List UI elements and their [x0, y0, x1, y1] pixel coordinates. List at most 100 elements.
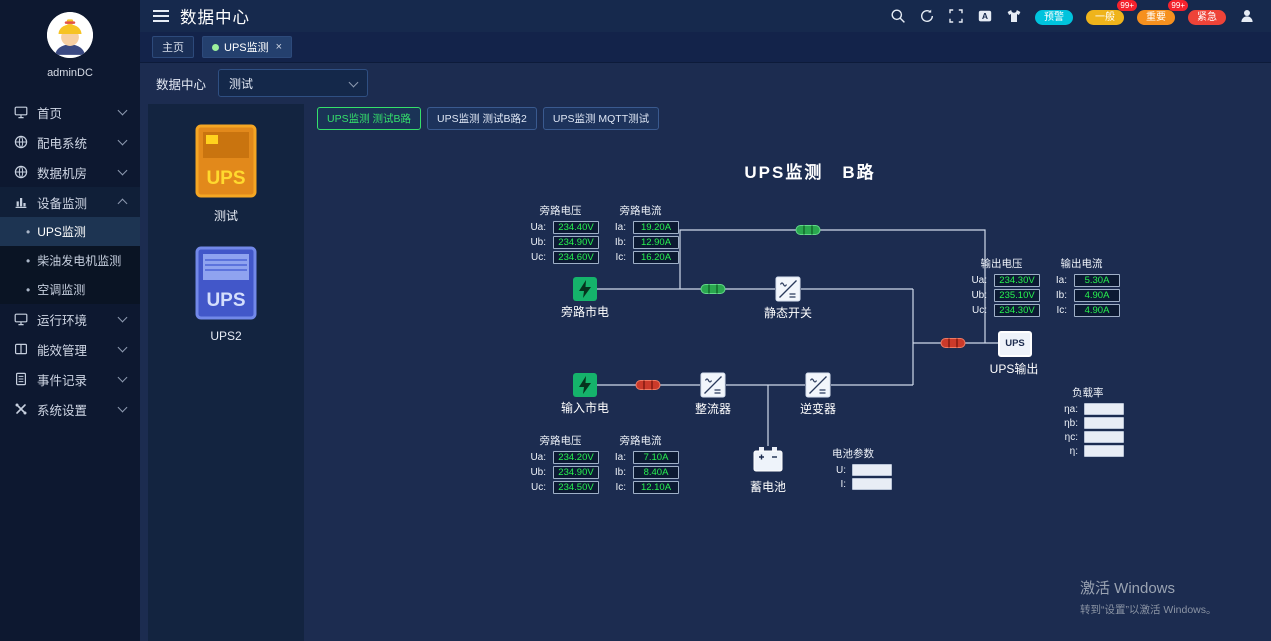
inverter-node	[805, 372, 831, 403]
sidebar-item-home[interactable]: 首页	[0, 97, 140, 127]
hamburger-menu-icon[interactable]	[153, 7, 169, 25]
empty-value-box	[1084, 431, 1124, 443]
value-box: 234.30V	[994, 304, 1040, 317]
language-icon[interactable]: A	[977, 8, 993, 24]
device-name: UPS2	[210, 329, 242, 343]
sidebar-item-device-monitoring[interactable]: 设备监测	[0, 187, 140, 217]
device-list-panel: UPS 测试 UPS UPS2	[148, 104, 304, 641]
engineer-avatar-icon	[47, 12, 93, 58]
empty-value-box	[1084, 417, 1124, 429]
value-box: 19.20A	[633, 221, 679, 234]
empty-value-box	[852, 464, 892, 476]
sidebar-item-label: 能效管理	[37, 343, 88, 358]
search-icon[interactable]	[890, 8, 906, 24]
static-switch-label: 静态开关	[763, 306, 813, 320]
app-title: 数据中心	[180, 9, 250, 27]
wiring-lines	[597, 225, 998, 446]
value-box: 4.90A	[1074, 289, 1120, 302]
value-box: 234.40V	[553, 221, 599, 234]
sidebar-subitem-diesel-generator[interactable]: 柴油发电机监测	[0, 246, 140, 275]
ups-cabinet-orange-icon: UPS	[195, 124, 257, 198]
rectifier-node	[700, 372, 726, 403]
value-box: 234.90V	[553, 236, 599, 249]
value-box: 7.10A	[633, 451, 679, 464]
value-box: 234.20V	[553, 451, 599, 464]
device-item-test[interactable]: UPS 测试	[148, 124, 304, 224]
breaker-closed-icon	[700, 284, 726, 294]
user-icon[interactable]	[1239, 8, 1255, 24]
value-box: 234.90V	[553, 466, 599, 479]
converter-icon	[775, 276, 801, 302]
power-bolt-icon	[573, 277, 597, 301]
bypass-mains-label: 旁路市电	[560, 305, 610, 319]
power-bolt-icon	[573, 373, 597, 397]
alert-pill-important[interactable]: 重要 99+	[1137, 0, 1188, 25]
param-row: I:	[824, 478, 892, 490]
main-content: 数据中心 测试 UPS 测试	[140, 62, 1271, 641]
alert-pill-general[interactable]: 一般 99+	[1086, 0, 1137, 25]
sidebar-subitem-ups-monitoring[interactable]: UPS监测	[0, 217, 140, 246]
datacenter-label: 数据中心	[156, 77, 207, 92]
book-icon	[15, 343, 28, 355]
window-tabstrip: 主页 UPS监测 ×	[140, 32, 1271, 63]
windows-activation-watermark: 激活 Windows 转到“设置”以激活 Windows。	[1080, 577, 1217, 617]
device-item-ups2[interactable]: UPS UPS2	[148, 246, 304, 343]
sidebar-item-data-room[interactable]: 数据机房	[0, 157, 140, 187]
view-tab-test-b[interactable]: UPS监测 测试B路	[317, 107, 422, 130]
active-tab-dot	[212, 43, 219, 51]
input-measurements-table: 旁路电压 旁路电流 Ua: 234.20V Ia: 7.10A Ub: 234.…	[524, 433, 679, 496]
sidebar-item-energy[interactable]: 能效管理	[0, 334, 140, 364]
datacenter-select[interactable]: 测试	[218, 69, 369, 97]
filter-row: 数据中心 测试	[140, 62, 1271, 104]
value-box: 234.60V	[553, 251, 599, 264]
battery-params-panel: 电池参数 U: I:	[824, 446, 892, 492]
empty-value-box	[1084, 445, 1124, 457]
output-measurements-table: 输出电压 输出电流 Ua: 234.30V Ia: 5.30A Ub: 235.…	[965, 256, 1120, 319]
tab-home[interactable]: 主页	[152, 36, 194, 58]
watermark-line2: 转到“设置”以激活 Windows。	[1080, 604, 1217, 616]
svg-text:UPS: UPS	[206, 290, 245, 311]
select-value: 测试	[229, 76, 254, 91]
tab-ups-monitoring[interactable]: UPS监测 ×	[202, 36, 293, 58]
view-tab-test-b2[interactable]: UPS监测 测试B路2	[427, 107, 537, 130]
param-row: η:	[1056, 445, 1124, 457]
alert-pill-urgent[interactable]: 紧急	[1188, 7, 1226, 25]
value-box: 16.20A	[633, 251, 679, 264]
sidebar-item-power-system[interactable]: 配电系统	[0, 127, 140, 157]
param-row: ηb:	[1056, 417, 1124, 429]
bypass-mains-node	[573, 277, 597, 306]
fullscreen-icon[interactable]	[948, 8, 964, 24]
measure-row: Ub: 234.90V Ib: 12.90A	[524, 236, 679, 249]
sidebar-item-events[interactable]: 事件记录	[0, 364, 140, 394]
rectifier-label: 整流器	[694, 402, 732, 416]
sidebar-item-label: 设备监测	[37, 196, 88, 211]
globe-icon	[14, 165, 28, 179]
alert-label: 紧急	[1188, 10, 1226, 25]
tools-icon	[15, 403, 27, 415]
close-tab-icon[interactable]: ×	[275, 41, 283, 53]
sidebar-item-settings[interactable]: 系统设置	[0, 394, 140, 424]
converter-icon	[700, 372, 726, 398]
submenu-label: UPS监测	[37, 225, 86, 239]
alert-pill-warning[interactable]: 预警	[1035, 7, 1073, 25]
alert-label: 预警	[1035, 10, 1073, 25]
theme-shirt-icon[interactable]	[1006, 8, 1022, 24]
device-monitoring-submenu: UPS监测 柴油发电机监测 空调监测	[0, 217, 140, 304]
empty-value-box	[852, 478, 892, 490]
value-box: 12.90A	[633, 236, 679, 249]
sidebar-item-label: 系统设置	[37, 403, 88, 418]
sidebar-item-label: 运行环境	[37, 313, 88, 328]
voltage-header: 输出电压	[980, 258, 1023, 270]
watermark-line1: 激活 Windows	[1080, 580, 1176, 597]
sidebar-item-environment[interactable]: 运行环境	[0, 304, 140, 334]
sidebar-item-label: 事件记录	[37, 373, 88, 388]
breaker-open-icon	[635, 380, 661, 390]
chevron-down-icon	[348, 77, 359, 87]
sidebar-subitem-aircon[interactable]: 空调监测	[0, 275, 140, 304]
view-tab-mqtt[interactable]: UPS监测 MQTT测试	[542, 107, 660, 130]
refresh-icon[interactable]	[919, 8, 935, 24]
param-row: ηc:	[1056, 431, 1124, 443]
load-rate-panel: 负载率 ηa: ηb: ηc: η:	[1056, 385, 1124, 459]
alert-label: 重要	[1137, 10, 1175, 25]
